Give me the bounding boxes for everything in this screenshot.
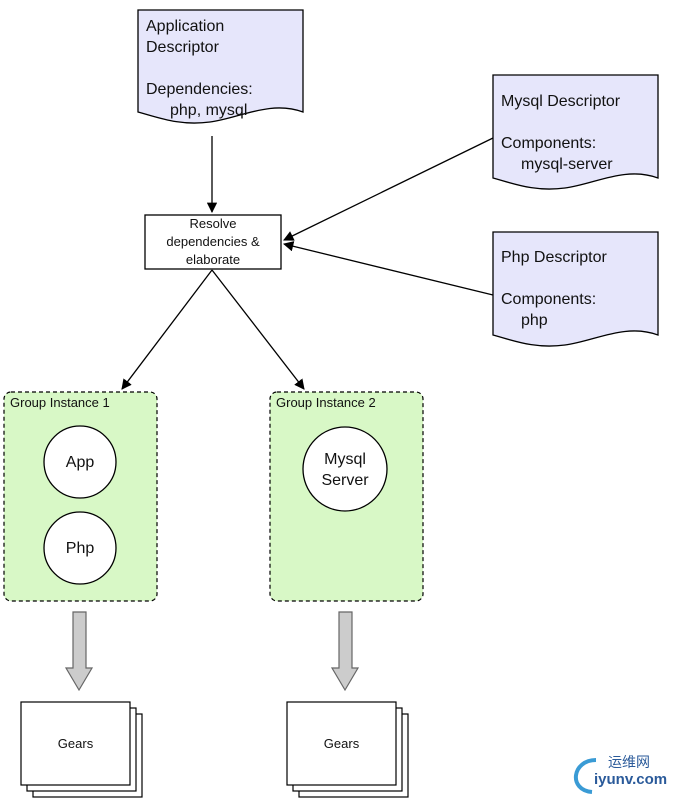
php-descriptor-shape	[492, 231, 659, 347]
fat-arrow-group-1-to-gears	[64, 611, 94, 692]
php-component-label: Php	[65, 540, 95, 557]
watermark-logo-icon	[573, 758, 597, 794]
mysql-descriptor-shape	[492, 74, 659, 190]
gears-stack-2	[286, 701, 409, 798]
application-descriptor-shape	[137, 9, 304, 124]
watermark-en-text: iyunv.com	[594, 771, 668, 788]
mysql-descriptor-section: Components:	[501, 135, 597, 152]
resolve-box-shape	[144, 214, 282, 270]
group-instance-1-label: Group Instance 1	[10, 395, 110, 410]
application-descriptor-title: Application Descriptor	[146, 18, 225, 56]
app-component-circle	[43, 425, 117, 499]
mysql-server-component-label: Mysql Server	[321, 451, 369, 489]
mysql-descriptor-value: mysql-server	[521, 156, 613, 173]
group-instance-2-label: Group Instance 2	[276, 395, 376, 410]
resolve-box-label: Resolve dependencies & elaborate	[166, 216, 260, 267]
gears-label-1: Gears	[57, 736, 94, 751]
app-component-label: App	[65, 454, 95, 471]
mysql-server-component-circle	[302, 426, 388, 512]
php-descriptor-section: Components:	[501, 291, 597, 308]
watermark-cn-text: 运维网	[608, 754, 650, 770]
gears-label-2: Gears	[323, 736, 360, 751]
arrow-resolve-to-group-2	[211, 269, 305, 390]
arrow-php-to-resolve	[282, 241, 494, 296]
application-descriptor-value: php, mysql	[170, 102, 248, 119]
application-descriptor-section: Dependencies:	[146, 81, 253, 98]
php-component-circle	[43, 511, 117, 585]
fat-arrow-group-2-to-gears	[330, 611, 360, 692]
arrow-resolve-to-group-1	[121, 269, 213, 390]
php-descriptor-title: Php Descriptor	[501, 249, 607, 266]
gears-stack-1	[20, 701, 143, 798]
arrow-mysql-to-resolve	[283, 137, 494, 241]
mysql-descriptor-title: Mysql Descriptor	[501, 93, 621, 110]
php-descriptor-value: php	[521, 312, 548, 329]
